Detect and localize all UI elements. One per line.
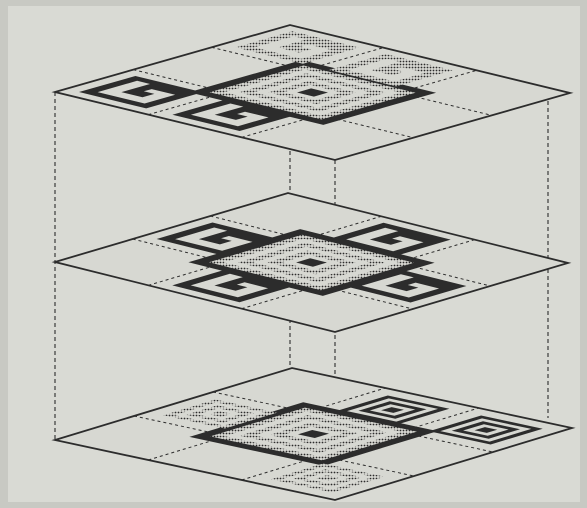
layer-stack xyxy=(55,25,572,500)
